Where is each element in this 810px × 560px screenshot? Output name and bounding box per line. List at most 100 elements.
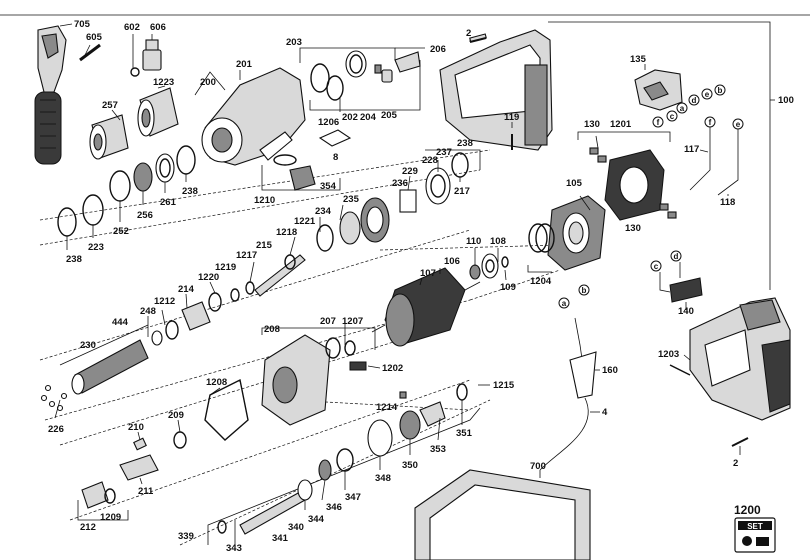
label-1201: 1201 (610, 119, 632, 130)
letter-e-wire: e (736, 120, 741, 129)
brush-holder (589, 147, 677, 221)
fan-baffle-1204 (528, 223, 555, 253)
label-140: 140 (678, 306, 694, 317)
label-160: 160 (602, 365, 618, 376)
label-347: 347 (345, 492, 361, 503)
label-1215: 1215 (493, 380, 515, 391)
label-109: 109 (500, 282, 516, 293)
letter-f-wire: f (709, 118, 712, 127)
label-343: 343 (226, 543, 242, 554)
label-248: 248 (140, 306, 156, 317)
label-1209: 1209 (100, 512, 121, 523)
label-1212: 1212 (154, 296, 175, 307)
label-208: 208 (264, 324, 280, 335)
label-211: 211 (138, 486, 154, 497)
label-1223: 1223 (153, 77, 174, 88)
switch-354 (273, 154, 316, 191)
label-110: 110 (466, 236, 481, 247)
carry-case-700 (414, 469, 591, 560)
screw-2-upper (469, 37, 487, 43)
armature-107 (371, 267, 481, 347)
label-1220: 1220 (198, 272, 219, 283)
label-130-lower: 130 (625, 223, 641, 234)
label-339: 339 (178, 531, 194, 542)
label-700: 700 (530, 461, 546, 472)
label-202: 202 (342, 112, 358, 123)
label-350: 350 (402, 460, 418, 471)
label-130-upper: 130 (584, 119, 600, 130)
ring-row-upper (57, 145, 196, 237)
label-1214: 1214 (376, 402, 398, 413)
gear-cluster (316, 152, 469, 252)
label-1202: 1202 (382, 363, 403, 374)
label-1207: 1207 (342, 316, 363, 327)
lower-left-parts (81, 431, 187, 509)
cable-assembly (539, 317, 597, 471)
label-209: 209 (168, 410, 184, 421)
label-1206: 1206 (318, 117, 339, 128)
label-212: 212 (80, 522, 96, 533)
label-100: 100 (778, 95, 794, 106)
label-217: 217 (454, 186, 470, 197)
letter-b-top: b (718, 86, 723, 95)
motor-housing (439, 29, 553, 151)
brush-cover-140 (659, 262, 703, 303)
letter-b-cable: b (582, 286, 587, 295)
label-238-upper: 238 (182, 186, 198, 197)
label-344: 344 (308, 514, 325, 525)
label-2-upper: 2 (466, 28, 471, 39)
label-105: 105 (566, 178, 583, 189)
assembly-brackets (77, 21, 771, 548)
set-badge: SET (734, 517, 776, 553)
screw-2-lower (731, 437, 749, 447)
label-1210: 1210 (254, 195, 275, 206)
label-1221: 1221 (294, 216, 316, 227)
label-206: 206 (430, 44, 446, 55)
label-1203: 1203 (658, 349, 679, 360)
label-201: 201 (236, 59, 253, 70)
label-257: 257 (102, 100, 118, 111)
label-353: 353 (430, 444, 446, 455)
label-207: 207 (320, 316, 336, 327)
label-261: 261 (160, 197, 177, 208)
label-602: 602 (124, 22, 140, 33)
label-229: 229 (402, 166, 418, 177)
part-labels: 705 605 602 606 1223 257 200 201 203 206… (48, 19, 794, 554)
chuck-257 (89, 114, 129, 160)
plate-8 (318, 129, 352, 147)
striker-444 (59, 324, 149, 395)
label-205: 205 (381, 110, 398, 121)
label-230: 230 (80, 340, 96, 351)
label-252: 252 (113, 226, 129, 237)
label-238-right: 238 (457, 138, 473, 149)
label-705: 705 (74, 19, 91, 30)
depth-rod (79, 43, 101, 62)
letter-c-top: c (670, 112, 675, 121)
label-234: 234 (315, 206, 332, 217)
label-119: 119 (504, 112, 519, 123)
letter-a-cable: a (562, 299, 567, 308)
letter-d-brush: d (674, 252, 679, 261)
depth-stop-parts (130, 39, 162, 77)
label-351: 351 (456, 428, 473, 439)
label-341: 341 (272, 533, 289, 544)
chuck-1223 (137, 87, 179, 137)
letter-a-top: a (680, 104, 685, 113)
letter-e-top: e (705, 90, 710, 99)
label-215: 215 (256, 240, 273, 251)
letter-labels: b e d a c f f e c d a b (562, 86, 741, 308)
label-605: 605 (86, 32, 103, 43)
label-118: 118 (720, 197, 735, 208)
gear-case-208 (204, 334, 367, 441)
label-204: 204 (360, 112, 377, 123)
pin-1203 (669, 364, 691, 376)
label-108: 108 (490, 236, 506, 247)
side-handle (34, 25, 67, 165)
label-135: 135 (630, 54, 647, 65)
leader-lines (54, 23, 775, 510)
label-106: 106 (444, 256, 460, 267)
label-348: 348 (375, 473, 391, 484)
rear-handle-housing (689, 297, 791, 421)
stator-105 (547, 195, 606, 271)
gear-housing (201, 67, 306, 166)
